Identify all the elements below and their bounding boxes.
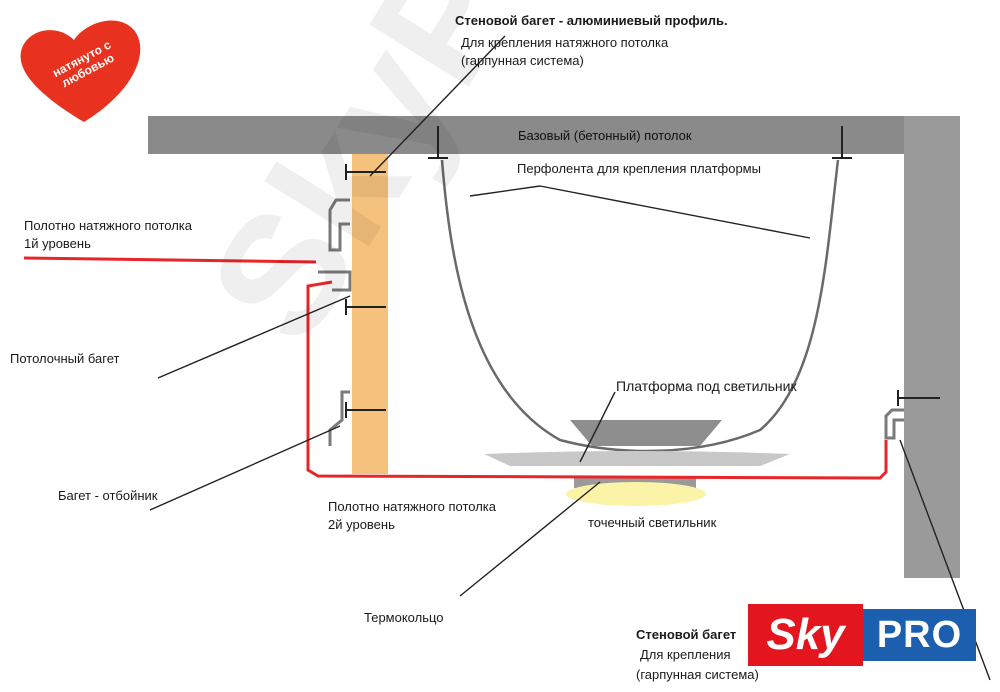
heart-badge [20, 20, 141, 122]
spotlight-glow [566, 482, 706, 506]
canvas-level-2-line [306, 280, 888, 480]
perforated-tape-label: Перфолента для крепления платформы [517, 161, 761, 176]
wall-baguette-title: Стеновой багет - алюминиевый профиль. [455, 13, 728, 28]
thermo-ring-label: Термокольцо [364, 610, 444, 625]
canvas-level-2-label-1: Полотно натяжного потолка [328, 499, 496, 514]
spotlight-label: точечный светильник [588, 515, 717, 530]
wall-baguette-desc-1: Для крепления натяжного потолка [461, 35, 669, 50]
bumper-baguette-label: Багет - отбойник [58, 488, 158, 503]
wooden-bar [352, 154, 388, 474]
wall-baguette2-desc-1: Для крепления [640, 647, 731, 662]
base-ceiling-label: Базовый (бетонный) потолок [518, 128, 692, 143]
platform-label: Платформа под светильник [616, 378, 797, 394]
platform-bottom [484, 451, 790, 466]
canvas-level-1-line [23, 256, 317, 264]
logo-pro: PRO [863, 609, 976, 661]
logo-sky: Sky [748, 604, 863, 666]
leader-lines [149, 35, 991, 681]
bar-screws [345, 164, 940, 418]
ceiling-baguette-label: Потолочный багет [10, 351, 120, 366]
skypro-logo: Sky PRO [748, 604, 976, 666]
wall-baguette2-title: Стеновой багет [636, 627, 737, 642]
platform-top [570, 420, 722, 446]
canvas-level-2-label-2: 2й уровень [328, 517, 395, 532]
wall-baguette2-desc-2: (гарпунная система) [636, 667, 759, 682]
wall-profiles [318, 198, 904, 446]
canvas-level-1-label-1: Полотно натяжного потолка [24, 218, 192, 233]
ceiling-anchor-left [428, 126, 448, 159]
wall-baguette-desc-2: (гарпунная система) [461, 53, 584, 68]
canvas-level-1-label-2: 1й уровень [24, 236, 91, 251]
right-wall [904, 116, 960, 578]
perforated-tape [440, 159, 840, 453]
ceiling-anchor-right [832, 126, 852, 159]
base-ceiling-slab [148, 116, 904, 154]
